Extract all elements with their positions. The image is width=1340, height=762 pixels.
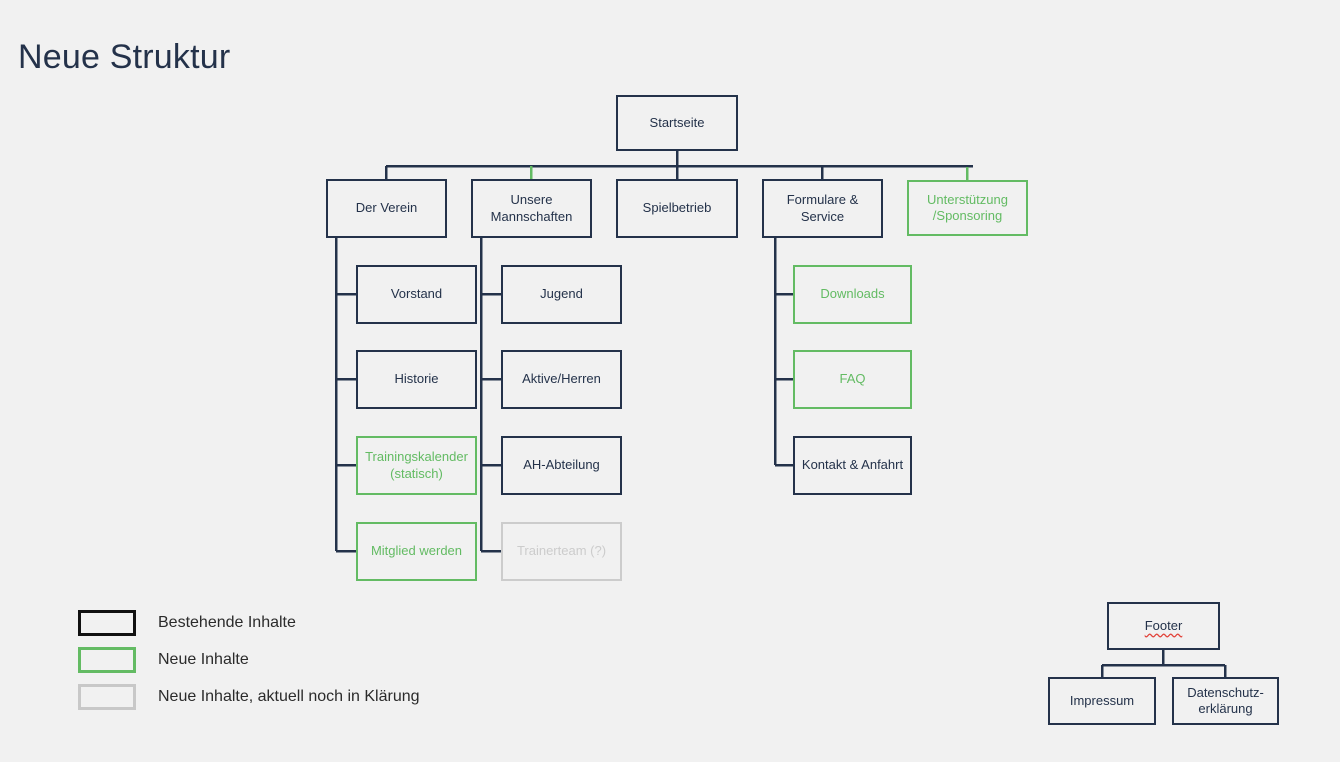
node-label: AH-Abteilung xyxy=(523,457,600,473)
node-label: Historie xyxy=(394,371,439,387)
node-ah-abteilung[interactable]: AH-Abteilung xyxy=(501,436,622,495)
node-label: Startseite xyxy=(649,114,705,130)
node-label: Unsere Mannschaften xyxy=(490,192,573,224)
node-aktive-herren[interactable]: Aktive/Herren xyxy=(501,350,622,409)
node-historie[interactable]: Historie xyxy=(356,350,477,409)
node-label: Impressum xyxy=(1069,692,1135,708)
node-datenschutzerklaerung[interactable]: Datenschutz- erklärung xyxy=(1172,677,1279,725)
node-label: Der Verein xyxy=(355,200,418,216)
legend-item-existing: Bestehende Inhalte xyxy=(78,604,538,641)
node-label: Aktive/Herren xyxy=(522,371,601,387)
node-label: Jugend xyxy=(540,286,583,302)
node-downloads[interactable]: Downloads xyxy=(793,265,912,324)
node-label: Kontakt & Anfahrt xyxy=(801,457,904,473)
node-unsere-mannschaften[interactable]: Unsere Mannschaften xyxy=(471,179,592,238)
node-label: Trainingskalender (statisch) xyxy=(365,449,468,481)
node-trainerteam[interactable]: Trainerteam (?) xyxy=(501,522,622,581)
legend-swatch-existing xyxy=(78,609,136,636)
node-der-verein[interactable]: Der Verein xyxy=(326,179,447,238)
legend-swatch-new xyxy=(78,646,136,673)
node-footer[interactable]: Footer xyxy=(1107,602,1220,650)
legend-item-pending: Neue Inhalte, aktuell noch in Klärung xyxy=(78,678,538,715)
legend-label: Neue Inhalte xyxy=(158,650,249,668)
node-impressum[interactable]: Impressum xyxy=(1048,677,1156,725)
node-jugend[interactable]: Jugend xyxy=(501,265,622,324)
node-faq[interactable]: FAQ xyxy=(793,350,912,409)
node-label: Downloads xyxy=(820,286,885,302)
legend-label: Bestehende Inhalte xyxy=(158,613,296,631)
node-label: Formulare & Service xyxy=(786,192,859,224)
legend-item-new: Neue Inhalte xyxy=(78,641,538,678)
node-mitglied-werden[interactable]: Mitglied werden xyxy=(356,522,477,581)
node-label: Footer xyxy=(1144,617,1183,633)
legend-swatch-pending xyxy=(78,683,136,710)
node-label: Spielbetrieb xyxy=(642,200,712,216)
node-label: Unterstützung /Sponsoring xyxy=(927,191,1008,223)
legend-label: Neue Inhalte, aktuell noch in Klärung xyxy=(158,687,420,705)
legend: Bestehende Inhalte Neue Inhalte Neue Inh… xyxy=(78,604,538,715)
node-spielbetrieb[interactable]: Spielbetrieb xyxy=(616,179,738,238)
node-label: Vorstand xyxy=(390,286,443,302)
node-kontakt-anfahrt[interactable]: Kontakt & Anfahrt xyxy=(793,436,912,495)
node-label: Trainerteam (?) xyxy=(516,543,607,559)
page-title: Neue Struktur xyxy=(18,38,231,76)
node-trainingskalender[interactable]: Trainingskalender (statisch) xyxy=(356,436,477,495)
node-label: Mitglied werden xyxy=(370,543,463,559)
node-label: FAQ xyxy=(839,371,866,387)
node-unterstuetzung-sponsoring[interactable]: Unterstützung /Sponsoring xyxy=(907,180,1028,236)
node-startseite[interactable]: Startseite xyxy=(616,95,738,151)
node-formulare-service[interactable]: Formulare & Service xyxy=(762,179,883,238)
node-label: Datenschutz- erklärung xyxy=(1187,684,1264,716)
node-vorstand[interactable]: Vorstand xyxy=(356,265,477,324)
